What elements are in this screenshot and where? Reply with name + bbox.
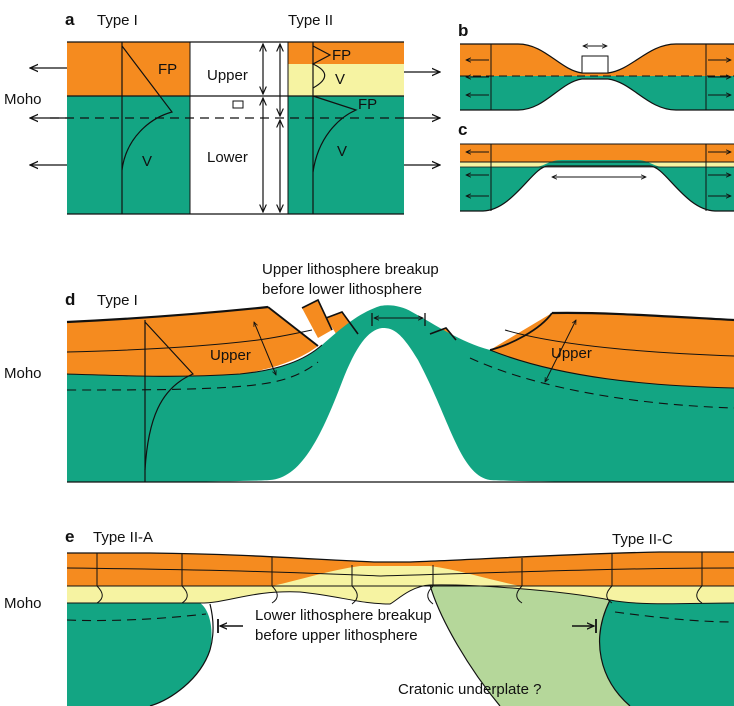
panel-e-caption-line2: before upper lithosphere xyxy=(255,627,418,644)
type-ii-v-low-label: V xyxy=(337,143,347,160)
panel-e-lower-right xyxy=(599,600,734,706)
panel-d-caption-line2: before lower lithosphere xyxy=(262,281,422,298)
panel-c-lower-layer xyxy=(460,160,734,211)
panel-c-upper-orange xyxy=(460,144,734,162)
panel-a-letter: a xyxy=(65,10,75,29)
panel-e-lower-left xyxy=(67,603,212,706)
panel-b-letter: b xyxy=(458,21,468,40)
panel-d-upper-right-label: Upper xyxy=(551,345,592,362)
panel-a-type-ii-label: Type II xyxy=(288,12,333,29)
cratonic-underplate xyxy=(430,584,630,706)
type-ii-upper-yellow xyxy=(288,64,404,96)
lower-label: Lower xyxy=(207,149,248,166)
panel-c-letter: c xyxy=(458,120,467,139)
type-i-fp-label: FP xyxy=(158,61,177,78)
panel-e-caption-line1: Lower lithosphere breakup xyxy=(255,607,432,624)
panel-d-upper-left-label: Upper xyxy=(210,347,251,364)
panel-b-upper-layer xyxy=(460,44,734,76)
panel-d-type-label: Type I xyxy=(97,292,138,309)
panel-d-letter: d xyxy=(65,290,75,309)
panel-d: Upper lithosphere breakup before lower l… xyxy=(4,261,734,483)
panel-a-moho-label: Moho xyxy=(4,91,42,108)
panel-d-lower-lithosphere xyxy=(67,305,734,482)
cratonic-underplate-label: Cratonic underplate ? xyxy=(398,681,541,698)
type-ii-v-top-label: V xyxy=(335,71,345,88)
type-i-v-label: V xyxy=(142,153,152,170)
panel-d-moho-label: Moho xyxy=(4,365,42,382)
type-ii-fp-mid-label: FP xyxy=(358,96,377,113)
type-i-upper-crust xyxy=(67,42,190,96)
type-i-lower-lithosphere xyxy=(67,96,190,214)
panel-a: a Type I Type II FP V Upper Lower FP V F… xyxy=(4,10,440,215)
panel-e-type-left-label: Type II-A xyxy=(93,529,153,546)
panel-e: e Type II-A Type II-C Moho xyxy=(4,527,734,706)
panel-e-upper-yellow xyxy=(67,584,734,606)
panel-e-moho-label: Moho xyxy=(4,595,42,612)
upper-label: Upper xyxy=(207,67,248,84)
panel-b: b xyxy=(458,21,734,111)
panel-c: c xyxy=(458,120,734,212)
panel-e-letter: e xyxy=(65,527,74,546)
scale-box-icon xyxy=(232,100,244,109)
type-ii-fp-top-label: FP xyxy=(332,47,351,64)
panel-e-type-right-label: Type II-C xyxy=(612,531,673,548)
fault-block xyxy=(302,300,332,338)
panel-b-lower-layer xyxy=(460,76,734,110)
panel-a-type-i-label: Type I xyxy=(97,12,138,29)
panel-d-caption-line1: Upper lithosphere breakup xyxy=(262,261,439,278)
